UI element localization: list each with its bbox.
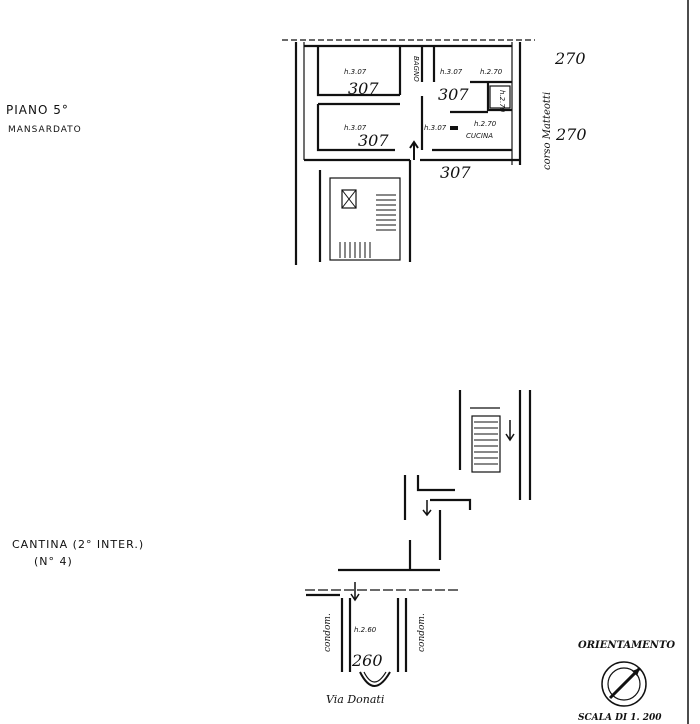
height-kitchen: h.2.70 [474, 120, 497, 128]
condom-right: condom. [417, 613, 427, 652]
height-cellar: h.2.60 [354, 626, 377, 634]
hand-cellar: 260 [351, 651, 383, 670]
street-cellar: Via Donati [326, 693, 384, 706]
scale-label: SCALA DI 1. 200 [578, 713, 662, 723]
height-room-top-left: h.3.07 [344, 68, 367, 76]
label-bagno: BAGNO [412, 56, 420, 82]
upper-floor-plan [282, 39, 535, 265]
upper-floor-subtitle: MANSARDATO [8, 125, 82, 135]
compass-icon [601, 661, 647, 707]
condom-left: condom. [323, 613, 333, 652]
street-upper: corso Matteotti [542, 92, 553, 170]
hand-right-upper: 270 [554, 49, 586, 68]
cellar-plan [305, 390, 532, 687]
height-room-bottom-left: h.3.07 [344, 124, 367, 132]
hand-room-bottom-left: 307 [358, 131, 389, 150]
hand-room-top-mid: 307 [438, 85, 469, 104]
height-corridor: h.3.07 [424, 124, 447, 132]
height-room-top-right: h.2.70 [480, 68, 503, 76]
height-room-top-mid: h.3.07 [440, 68, 463, 76]
hand-below-corridor: 307 [440, 163, 471, 182]
cellar-subtitle: (N° 4) [34, 555, 73, 568]
hand-room-top-left: 307 [348, 79, 379, 98]
label-cucina: CUCINA [466, 132, 493, 140]
orientation-label: ORIENTAMENTO [578, 640, 675, 651]
cellar-title: CANTINA (2° INTER.) [12, 538, 144, 551]
hand-right-lower: 270 [555, 125, 587, 144]
upper-floor-title: PIANO 5° [6, 103, 69, 117]
height-small-box: h.2.70 [498, 90, 506, 113]
